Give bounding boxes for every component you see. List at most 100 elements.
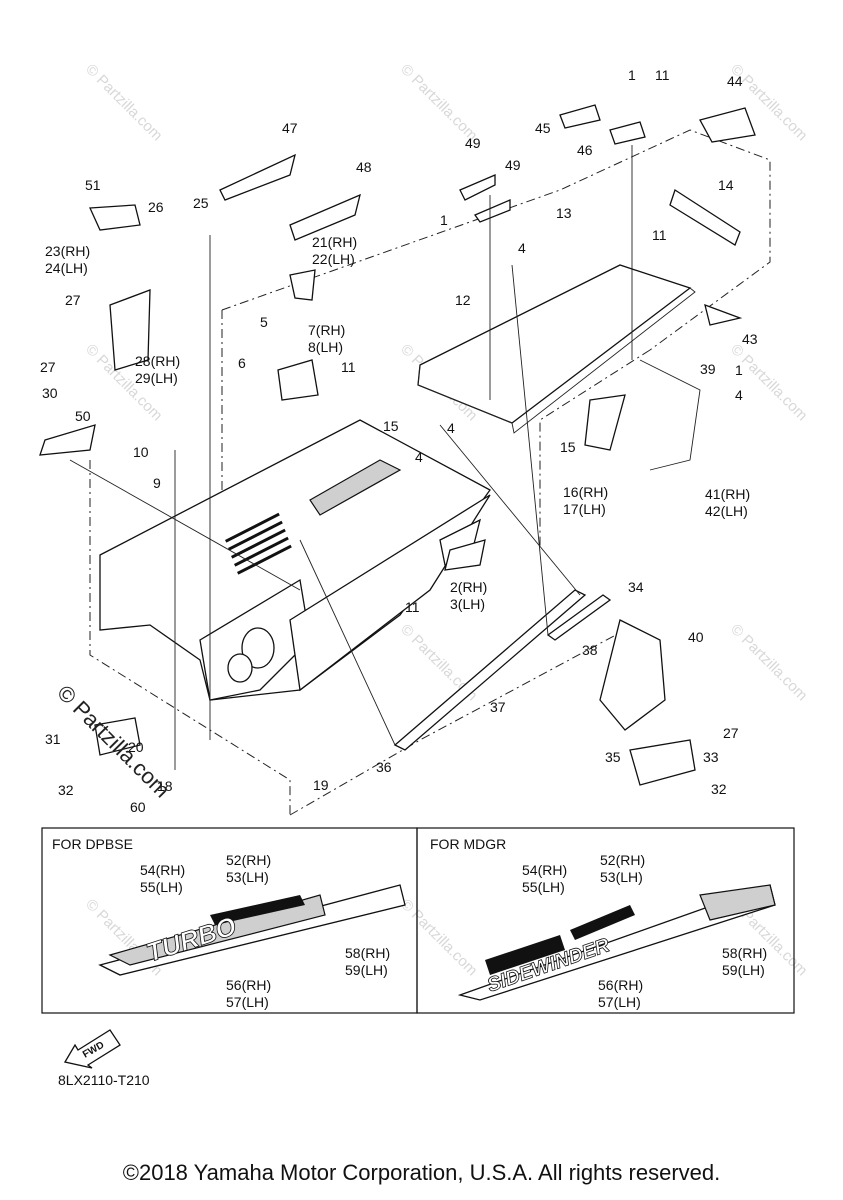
callout-9: 9 — [153, 475, 161, 491]
callout-29-lh: 29(LH) — [135, 370, 178, 386]
callout-4: 4 — [447, 420, 455, 436]
callout-26: 26 — [148, 199, 164, 215]
callout-37: 37 — [490, 699, 506, 715]
callout-12: 12 — [455, 292, 471, 308]
callout-40: 40 — [688, 629, 704, 645]
callout-24-lh: 24(LH) — [45, 260, 88, 276]
decal-label: 57(LH) — [226, 994, 269, 1010]
callout-4: 4 — [415, 449, 423, 465]
callout-11: 11 — [652, 227, 667, 243]
vent-slots — [225, 512, 292, 575]
callout-2-rh: 2(RH) — [450, 579, 487, 595]
callout-45: 45 — [535, 120, 551, 136]
decal-label: 52(RH) — [600, 852, 645, 868]
callout-8-lh: 8(LH) — [308, 339, 343, 355]
decal-label: 54(RH) — [140, 862, 185, 878]
decal-label: 56(RH) — [226, 977, 271, 993]
small-parts — [39, 104, 756, 786]
callout-33: 33 — [703, 749, 719, 765]
callout-3-lh: 3(LH) — [450, 596, 485, 612]
decal-label: 53(LH) — [600, 869, 643, 885]
watermark: © Partzilla.com — [397, 61, 480, 144]
tunnel-plate — [417, 264, 696, 434]
callout-60: 60 — [130, 799, 146, 815]
callout-18: 18 — [157, 778, 173, 794]
decal-label: 58(RH) — [722, 945, 767, 961]
callout-28-rh: 28(RH) — [135, 353, 180, 369]
decal-label: 59(LH) — [722, 962, 765, 978]
diagram-code: 8LX2110-T210 — [58, 1072, 150, 1088]
callout-32: 32 — [58, 782, 74, 798]
callout-49: 49 — [465, 135, 481, 151]
callout-50: 50 — [75, 408, 91, 424]
inset-box-mdgr: FOR MDGR 54(RH) 55(LH) 52(RH) 53(LH) 58(… — [416, 827, 795, 1014]
callout-32: 32 — [711, 781, 727, 797]
callout-13: 13 — [556, 205, 572, 221]
callout-16-rh: 16(RH) — [563, 484, 608, 500]
callout-27: 27 — [65, 292, 81, 308]
inset-title: FOR MDGR — [430, 836, 506, 852]
callout-15: 15 — [383, 418, 399, 434]
callout-30: 30 — [42, 385, 58, 401]
callout-20: 20 — [128, 739, 144, 755]
callout-19: 19 — [313, 777, 329, 793]
rod-37 — [393, 589, 587, 751]
callout-14: 14 — [718, 177, 734, 193]
callout-22-lh: 22(LH) — [312, 251, 355, 267]
callout-15: 15 — [560, 439, 576, 455]
callout-46: 46 — [577, 142, 593, 158]
callout-4: 4 — [518, 240, 526, 256]
watermark: © Partzilla.com — [727, 621, 810, 704]
watermark: © Partzilla.com — [727, 341, 810, 424]
callout-11: 11 — [405, 599, 420, 615]
copyright-notice: ©2018 Yamaha Motor Corporation, U.S.A. A… — [122, 1160, 721, 1185]
callout-17-lh: 17(LH) — [563, 501, 606, 517]
callout-21-rh: 21(RH) — [312, 234, 357, 250]
decal-text: TURBO — [143, 911, 240, 968]
callout-11: 11 — [655, 67, 670, 83]
callout-48: 48 — [356, 159, 372, 175]
callout-5: 5 — [260, 314, 268, 330]
watermark: © Partzilla.com — [82, 61, 165, 144]
callout-27: 27 — [40, 359, 56, 375]
callouts: 1 11 44 45 46 47 48 49 49 51 26 25 14 13… — [40, 67, 758, 815]
callout-41-rh: 41(RH) — [705, 486, 750, 502]
callout-10: 10 — [133, 444, 149, 460]
inset-title: FOR DPBSE — [52, 836, 133, 852]
callout-31: 31 — [45, 731, 61, 747]
decal-label: 58(RH) — [345, 945, 390, 961]
callout-38: 38 — [582, 642, 598, 658]
callout-39: 39 — [700, 361, 716, 377]
callout-42-lh: 42(LH) — [705, 503, 748, 519]
callout-4: 4 — [735, 387, 743, 403]
decal-label: 57(LH) — [598, 994, 641, 1010]
decal-label: 54(RH) — [522, 862, 567, 878]
callout-1: 1 — [440, 212, 448, 228]
fwd-arrow-icon: FWD — [63, 1029, 121, 1069]
callout-27: 27 — [723, 725, 739, 741]
leader-lines — [69, 145, 633, 770]
callout-1: 1 — [628, 67, 636, 83]
decal-label: 55(LH) — [522, 879, 565, 895]
decal-label: 59(LH) — [345, 962, 388, 978]
decal-label: 53(LH) — [226, 869, 269, 885]
watermark: © Partzilla.com — [397, 896, 480, 979]
rail-38 — [546, 594, 612, 641]
callout-35: 35 — [605, 749, 621, 765]
decal-label: 52(RH) — [226, 852, 271, 868]
callout-25: 25 — [193, 195, 209, 211]
callout-43: 43 — [742, 331, 758, 347]
decal-label: 56(RH) — [598, 977, 643, 993]
chassis-frame — [99, 419, 491, 701]
callout-11: 11 — [341, 359, 356, 375]
callout-34: 34 — [628, 579, 644, 595]
callout-36: 36 — [376, 759, 392, 775]
callout-47: 47 — [282, 120, 298, 136]
callout-51: 51 — [85, 177, 101, 193]
callout-49: 49 — [505, 157, 521, 173]
decal-label: 55(LH) — [140, 879, 183, 895]
callout-7-rh: 7(RH) — [308, 322, 345, 338]
callout-6: 6 — [238, 355, 246, 371]
callout-44: 44 — [727, 73, 743, 89]
